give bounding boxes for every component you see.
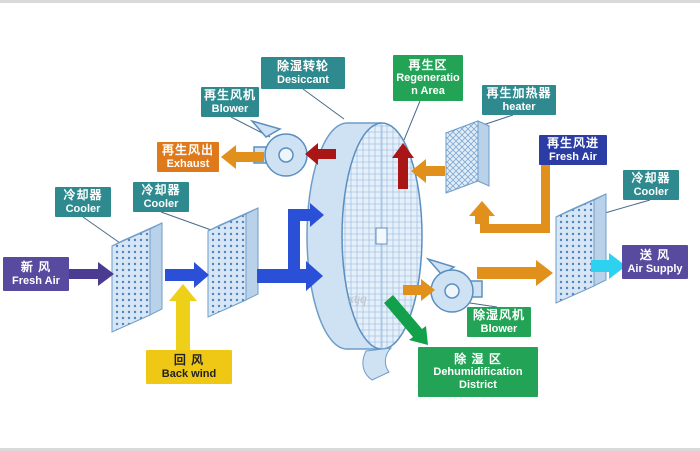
label-cooler-mid-en: Cooler	[143, 197, 179, 210]
label-air-supply: 送 风 Air Supply	[622, 245, 688, 279]
leader-lines	[82, 88, 651, 308]
panel-front-face	[445, 120, 479, 194]
label-cooler-left-zh: 冷却器	[63, 188, 103, 203]
label-regen-fresh-air-en: Fresh Air	[549, 150, 597, 163]
leader-line-cooler-right	[597, 199, 651, 216]
blower-scroll	[249, 119, 282, 138]
regen-blower-fan	[249, 119, 308, 177]
heater-panel	[444, 120, 491, 194]
cooler1-to-cooler2-arrow	[165, 262, 209, 288]
panel-side-face	[149, 222, 163, 316]
diagram-canvas: xtjq	[69, 88, 651, 381]
air-supply-arrow	[591, 253, 626, 279]
label-dehum-blower-en: Blower	[480, 322, 518, 335]
label-desiccant-en: Desiccant	[277, 73, 329, 86]
label-regeneration-area-en: Regeneration Area	[396, 72, 460, 98]
label-cooler-right: 冷却器 Cooler	[623, 170, 679, 200]
label-dehum-blower-zh: 除湿风机	[472, 308, 525, 323]
label-back-wind: 回 风 Back wind	[146, 350, 232, 384]
label-desiccant-zh: 除湿转轮	[276, 59, 329, 74]
leader-line-cooler-mid	[160, 211, 215, 232]
label-regen-blower-zh: 再生风机	[203, 88, 256, 103]
label-fresh-air-zh: 新 风	[20, 260, 52, 275]
label-back-wind-zh: 回 风	[173, 353, 205, 368]
regen-inlet-duct-horizontal	[480, 224, 550, 233]
label-regeneration-area-zh: 再生区	[408, 57, 448, 72]
dehum-blower-fan	[425, 257, 483, 313]
process-air-elbow-arrow	[288, 203, 324, 271]
leader-line-regeneration	[403, 100, 421, 141]
panel-side-face	[245, 207, 259, 301]
label-exhaust: 再生风出 Exhaust	[157, 142, 219, 172]
watermark-text: xtjq	[347, 292, 367, 306]
cooler-panel-mid	[207, 207, 259, 318]
leader-line-cooler-left	[82, 216, 121, 244]
label-regeneration-area: 再生区 Regeneration Area	[393, 55, 463, 101]
wheel-hub	[375, 227, 388, 245]
panel-side-face	[477, 120, 490, 187]
label-dehum-district-zh: 除 湿 区	[454, 351, 502, 366]
label-cooler-left: 冷却器 Cooler	[55, 187, 111, 217]
label-fresh-air: 新 风 Fresh Air	[3, 257, 69, 291]
label-cooler-mid-zh: 冷却器	[141, 183, 181, 198]
fresh-air-inlet-arrow	[69, 262, 114, 286]
panel-front-face	[111, 228, 151, 333]
label-cooler-left-en: Cooler	[65, 202, 101, 215]
label-dehum-blower: 除湿风机 Blower	[467, 307, 531, 337]
regeneration-up-arrow	[392, 143, 414, 189]
label-exhaust-zh: 再生风出	[161, 143, 214, 158]
cooler-panel-left	[111, 222, 163, 333]
label-cooler-right-zh: 冷却器	[631, 171, 671, 186]
exhaust-arrow	[221, 145, 264, 169]
panel-side-face	[593, 193, 607, 287]
label-regen-blower-en: Blower	[211, 102, 249, 115]
blower-hub	[444, 283, 460, 299]
sheet-icon	[362, 347, 393, 381]
label-regen-heater-en: heater	[502, 100, 536, 113]
label-back-wind-en: Back wind	[161, 367, 217, 380]
regen-inlet-duct-vertical	[541, 163, 550, 233]
blower-hub	[278, 147, 294, 163]
label-air-supply-en: Air Supply	[627, 262, 683, 275]
wheel-to-dehum-district-arrow	[384, 295, 428, 345]
label-cooler-mid: 冷却器 Cooler	[133, 182, 189, 212]
label-dehum-district: 除 湿 区 Dehumidification District	[418, 347, 538, 397]
label-regen-heater-zh: 再生加热器	[486, 86, 552, 101]
leader-line-heater	[482, 114, 514, 126]
label-fresh-air-en: Fresh Air	[12, 274, 60, 287]
label-cooler-right-en: Cooler	[633, 185, 669, 198]
blower-to-cooler-arrow	[477, 260, 553, 286]
cooler-panel-right	[555, 193, 607, 304]
label-desiccant: 除湿转轮 Desiccant	[261, 57, 345, 89]
cooler2-to-wheel-arrow	[257, 261, 323, 291]
label-dehum-district-en: Dehumidification District	[433, 366, 523, 392]
heater-to-wheel-arrow	[411, 159, 445, 183]
label-regen-fresh-air: 再生风进 Fresh Air	[539, 135, 607, 165]
panel-front-face	[207, 213, 247, 318]
wheel-to-regen-blower-arrow	[305, 143, 336, 165]
label-air-supply-zh: 送 风	[639, 248, 671, 263]
panel-front-face	[555, 199, 595, 304]
label-regen-heater: 再生加热器 heater	[482, 85, 556, 115]
label-regen-blower: 再生风机 Blower	[201, 87, 259, 117]
label-exhaust-en: Exhaust	[166, 157, 210, 170]
label-regen-fresh-air-zh: 再生风进	[546, 136, 599, 151]
wheel-to-dehum-blower-arrow	[403, 279, 435, 301]
back-wind-arrow	[169, 284, 197, 350]
leader-line-desiccant	[302, 88, 345, 120]
duct-to-heater-arrow	[469, 201, 495, 224]
